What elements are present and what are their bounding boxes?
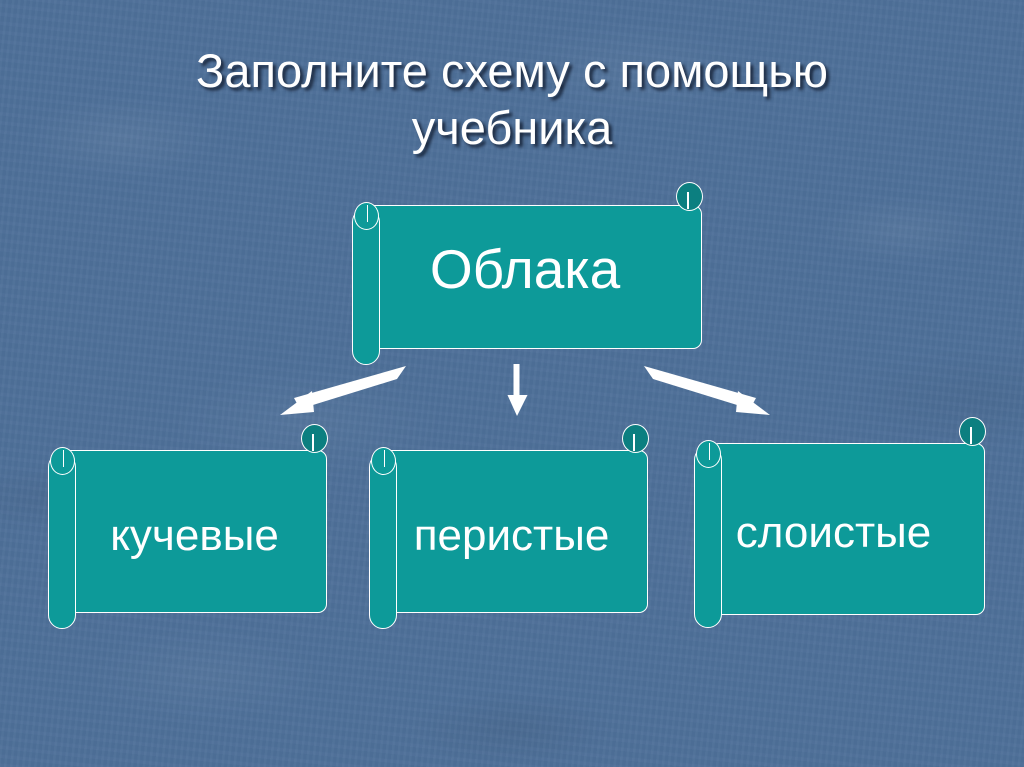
arrow-to-kuchevye xyxy=(280,362,410,422)
diagram-node-sloistye-label: слоистые xyxy=(735,508,932,557)
scroll-curl-left-icon xyxy=(371,447,396,475)
diagram-node-kuchevye[interactable]: кучевые xyxy=(36,422,336,632)
scroll-curl-right-icon xyxy=(301,424,328,453)
scroll-curl-right-icon xyxy=(622,424,649,453)
scroll-curl-right-icon xyxy=(959,417,986,446)
diagram-node-peristye[interactable]: перистые xyxy=(357,422,657,632)
scroll-curl-left-icon xyxy=(50,447,75,475)
diagram-node-kuchevye-label: кучевые xyxy=(110,511,279,560)
arrow-to-sloistye xyxy=(640,362,770,422)
diagram-node-peristye-label: перистые xyxy=(413,511,610,560)
scroll-curl-right-icon xyxy=(676,182,703,211)
scroll-curl-left-icon xyxy=(354,202,379,230)
scroll-roll-left xyxy=(352,208,380,365)
diagram-node-sloistye[interactable]: слоистые xyxy=(682,415,992,630)
scroll-curl-left-icon xyxy=(696,440,721,468)
arrow-to-peristye xyxy=(505,364,531,418)
scroll-body xyxy=(62,450,327,613)
scroll-body xyxy=(710,443,985,615)
scroll-roll-left xyxy=(369,453,397,629)
scroll-roll-left xyxy=(48,453,76,629)
scroll-body xyxy=(366,205,702,349)
diagram-node-root-label: Облака xyxy=(429,238,621,300)
page-title: Заполните схему с помощью учебника xyxy=(196,44,828,154)
scroll-roll-left xyxy=(694,446,722,628)
diagram-node-root[interactable]: Облака xyxy=(340,180,710,370)
